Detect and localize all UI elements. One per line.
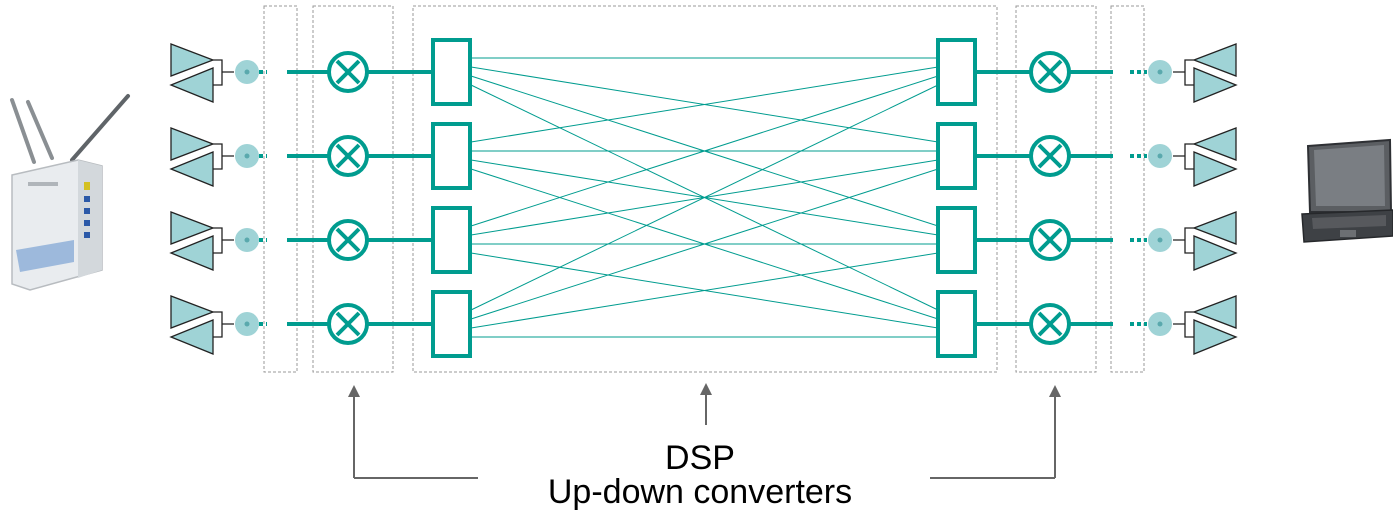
- dsp-block-right: [936, 206, 977, 274]
- antenna-element-icon: [170, 127, 215, 161]
- mixer-cross: [335, 227, 361, 253]
- antenna-pair-icon: [169, 211, 234, 271]
- arrowhead-icon: [1049, 385, 1061, 397]
- crossbar-link: [470, 75, 939, 227]
- antenna-element-icon: [170, 295, 215, 329]
- connector-dot: [1157, 321, 1163, 327]
- diagram-body: [169, 5, 1238, 479]
- connector-dot: [244, 237, 250, 243]
- connector-dot: [1157, 69, 1163, 75]
- mixer-cross: [1037, 311, 1063, 337]
- dsp-block-right: [936, 38, 977, 106]
- antenna-pair-icon: [169, 43, 234, 103]
- antenna-pair-icon: [1173, 43, 1238, 103]
- crossbar-link: [470, 168, 939, 320]
- up-down-converters-label: Up-down converters: [547, 473, 853, 511]
- converter-group-box-left: [312, 5, 394, 373]
- mixer-cross: [1037, 143, 1063, 169]
- antenna-element-icon: [1192, 211, 1237, 245]
- antenna-pair-icon: [1173, 295, 1238, 355]
- antenna-element-icon: [1192, 127, 1237, 161]
- mixer-icon: [1029, 51, 1071, 93]
- router-icon: [10, 94, 130, 291]
- antenna-feed: [213, 143, 234, 170]
- converter-arrow-left: [353, 392, 478, 479]
- dsp-block-right: [936, 122, 977, 190]
- crossbar-link: [470, 66, 939, 143]
- antenna-feed: [1173, 311, 1194, 338]
- connector-dot: [1157, 153, 1163, 159]
- mixer-cross: [335, 311, 361, 337]
- dsp-box: [412, 5, 998, 373]
- crossbar-link: [470, 84, 939, 311]
- antenna-feed: [1173, 143, 1194, 170]
- antenna-element-icon: [170, 43, 215, 77]
- mixer-icon: [327, 51, 369, 93]
- dsp-block-left: [431, 206, 472, 274]
- antenna-element-icon: [170, 211, 215, 245]
- dsp-label: DSP: [665, 439, 735, 477]
- mixer-icon: [1029, 135, 1071, 177]
- antenna-feed: [213, 311, 234, 338]
- crossbar-link: [470, 252, 939, 329]
- connector-dot: [244, 321, 250, 327]
- antenna-pair-icon: [169, 295, 234, 355]
- antenna-group-box-left: [263, 5, 298, 373]
- antenna-pair-icon: [1173, 211, 1238, 271]
- antenna-group-box-right: [1110, 5, 1145, 373]
- antenna-feed: [1173, 227, 1194, 254]
- mixer-cross: [335, 143, 361, 169]
- dsp-block-left: [431, 38, 472, 106]
- dsp-block-right: [936, 290, 977, 358]
- antenna-feed: [1173, 59, 1194, 86]
- mixer-icon: [1029, 219, 1071, 261]
- connector-dot: [244, 69, 250, 75]
- mixer-cross: [1037, 59, 1063, 85]
- connector-dot: [244, 153, 250, 159]
- laptop-icon: [1301, 138, 1393, 243]
- antenna-pair-icon: [1173, 127, 1238, 187]
- mixer-icon: [327, 303, 369, 345]
- converter-arrow-right: [930, 392, 1056, 479]
- dsp-block-left: [431, 290, 472, 358]
- antenna-pair-icon: [169, 127, 234, 187]
- antenna-element-icon: [1192, 43, 1237, 77]
- antenna-feed: [213, 227, 234, 254]
- arrowhead-icon: [348, 385, 360, 397]
- mixer-cross: [1037, 227, 1063, 253]
- converter-group-box-right: [1015, 5, 1097, 373]
- mixer-icon: [327, 219, 369, 261]
- mixer-cross: [335, 59, 361, 85]
- connector-dot: [1157, 237, 1163, 243]
- antenna-element-icon: [1192, 295, 1237, 329]
- arrowhead-icon: [700, 383, 712, 395]
- mixer-icon: [327, 135, 369, 177]
- dsp-block-left: [431, 122, 472, 190]
- mixer-icon: [1029, 303, 1071, 345]
- antenna-feed: [213, 59, 234, 86]
